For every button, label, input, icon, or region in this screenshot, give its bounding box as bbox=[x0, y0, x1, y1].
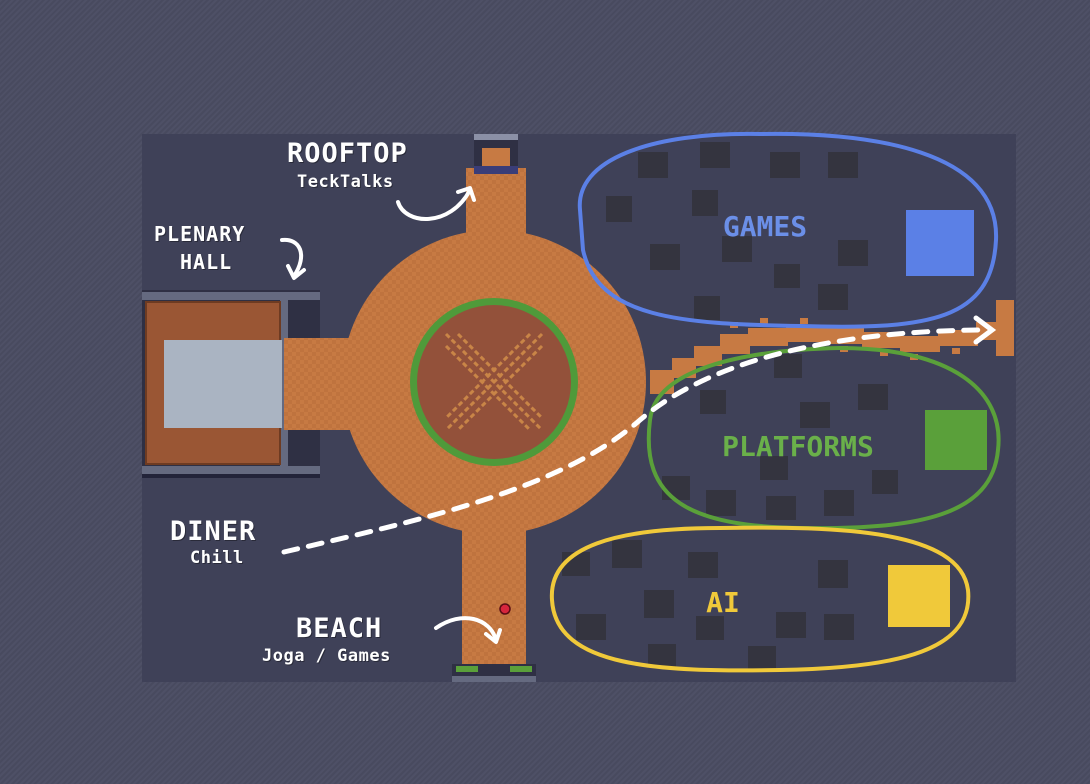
plenary-curved-arrow-icon bbox=[280, 237, 306, 280]
ai-zone-marker bbox=[888, 565, 950, 627]
beach-sub-label: Joga / Games bbox=[262, 646, 391, 666]
zone-games[interactable]: GAMES bbox=[577, 131, 999, 329]
ai-zone-outline bbox=[549, 525, 971, 673]
zone-platforms[interactable]: PLATFORMS bbox=[646, 345, 1001, 531]
ai-desks bbox=[562, 540, 854, 670]
games-zone-marker bbox=[906, 210, 974, 276]
rooftop-label: ROOFTOP bbox=[287, 138, 408, 169]
beach-curved-arrow-icon bbox=[434, 616, 502, 644]
plenary-label-line2: HALL bbox=[180, 250, 233, 274]
platforms-zone-marker bbox=[925, 410, 987, 470]
plenary-stage bbox=[164, 340, 282, 428]
platforms-desks bbox=[662, 354, 898, 520]
rooftop-sub-label: TeckTalks bbox=[297, 172, 394, 192]
games-zone-outline bbox=[577, 131, 999, 329]
diner-sub-label: Chill bbox=[190, 548, 244, 568]
ai-zone-label: AI bbox=[706, 586, 740, 619]
rooftop-curved-arrow-icon bbox=[396, 186, 476, 221]
rooftop-exit[interactable] bbox=[474, 134, 518, 174]
platforms-zone-outline bbox=[646, 345, 1001, 531]
platforms-zone-label: PLATFORMS bbox=[722, 430, 874, 463]
player-avatar-icon[interactable] bbox=[499, 603, 511, 615]
beach-exit[interactable] bbox=[452, 664, 536, 682]
beach-label: BEACH bbox=[296, 613, 383, 644]
trail-path bbox=[650, 300, 1014, 394]
games-desks bbox=[606, 142, 868, 320]
zone-ai[interactable]: AI bbox=[549, 525, 971, 673]
diner-dashed-arrow-icon bbox=[281, 315, 997, 555]
diner-label: DINER bbox=[170, 516, 257, 547]
beach-path bbox=[462, 520, 526, 670]
plaza-cross-pattern bbox=[444, 332, 544, 432]
plenary-label-line1: PLENARY bbox=[154, 222, 246, 246]
games-zone-label: GAMES bbox=[723, 210, 807, 243]
